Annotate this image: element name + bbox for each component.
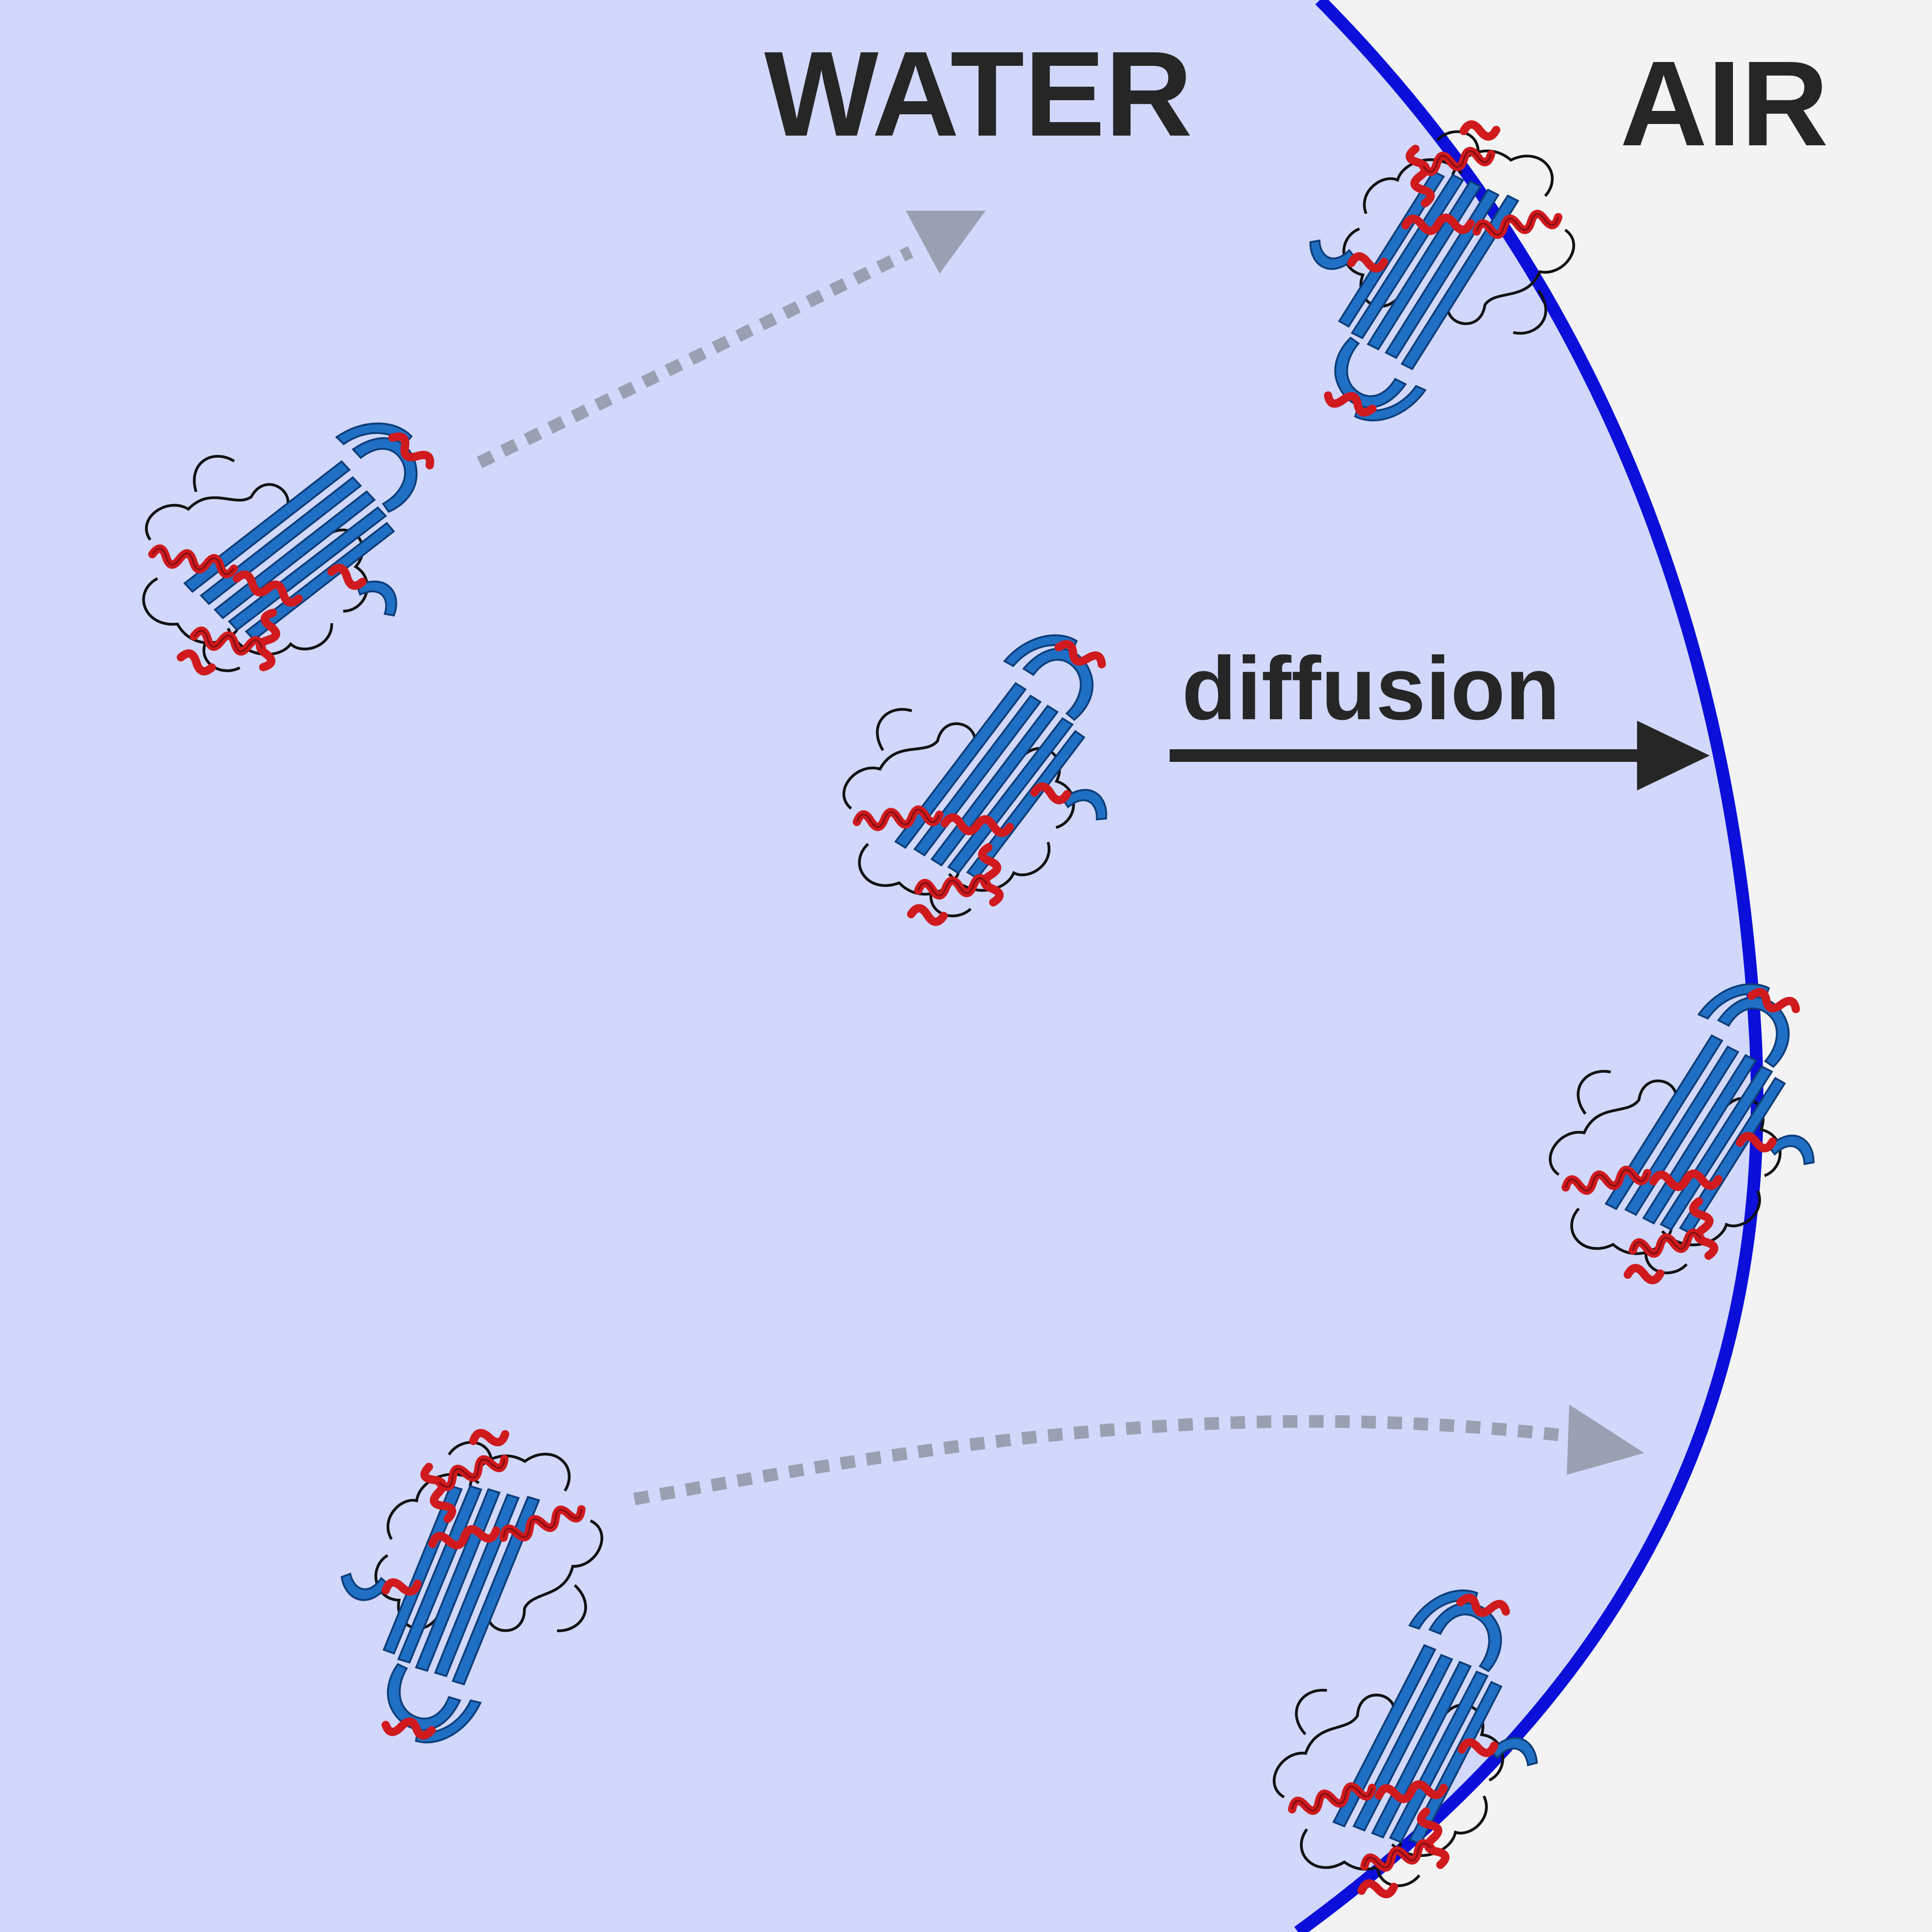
dotted-arrow-lower	[633, 1405, 1644, 1505]
water-region	[0, 0, 1757, 1932]
water-label: WATER	[764, 26, 1192, 161]
diffusion-arrow	[1170, 721, 1710, 790]
air-label: AIR	[1620, 36, 1829, 171]
air-water-interface	[1294, 0, 1763, 1932]
diffusion-label: diffusion	[1182, 639, 1560, 739]
dotted-arrow-upper	[477, 211, 986, 468]
